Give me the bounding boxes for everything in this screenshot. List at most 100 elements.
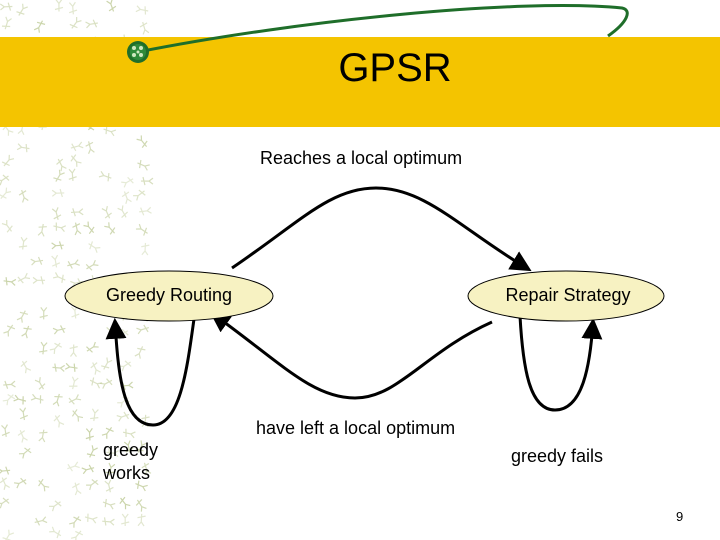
pattern-figure [38,429,48,443]
pattern-figure [13,394,27,405]
pattern-figure [70,530,84,540]
pattern-figure [51,241,64,250]
arrow-reaches-local-optimum [231,186,532,272]
pattern-figure [106,448,119,458]
pattern-figure [30,393,44,404]
pattern-figure [71,305,80,319]
pattern-figure [1,154,15,167]
arrow-greedy-fails-loop [518,315,603,412]
pattern-figure [135,480,148,492]
pattern-figure [16,143,30,153]
pattern-figure [18,447,32,459]
pattern-figure [0,2,13,11]
pattern-figure [69,376,79,390]
pattern-figure [32,276,46,285]
pattern-figure [84,513,98,524]
pattern-figure [56,158,67,172]
repair-strategy-node [467,270,665,322]
pattern-figure [139,21,150,35]
pattern-figure [53,222,67,232]
pattern-figure [81,464,95,475]
pattern-figure [64,362,78,372]
pattern-figure [136,324,149,335]
pattern-figure [90,408,99,422]
pattern-figure [141,414,150,428]
pattern-figure [139,206,152,216]
pattern-figure [52,272,66,283]
pattern-figure [86,445,98,458]
pattern-figure [99,378,113,389]
pattern-figure [121,176,134,188]
pattern-figure [16,310,29,323]
pattern-figure [123,440,134,454]
pattern-figure [53,169,65,182]
pattern-figure [70,154,82,167]
pattern-figure [140,176,154,186]
pattern-figure [67,461,80,472]
bullet-ornament-icon [127,41,149,63]
greedy-routing-node [64,270,274,322]
pattern-figure [101,205,112,219]
repair-strategy-label: Repair Strategy [505,285,631,305]
pattern-figure [89,377,103,389]
pattern-figure [85,427,94,441]
pattern-figure [121,513,130,526]
pattern-figure [121,191,132,204]
pattern-figure [69,17,82,29]
pattern-figure [0,187,12,199]
pattern-figure [135,223,148,236]
pattern-figure [0,477,10,490]
label-greedy-fails: greedy fails [511,446,604,466]
pattern-figure [85,19,98,29]
pattern-figure [141,242,150,256]
title-bar [0,37,720,127]
pattern-figure [21,325,32,339]
pattern-figure [119,496,131,510]
title-ornament [127,4,629,63]
pattern-figure [105,462,116,476]
pattern-figure [71,208,84,217]
pattern-figure [37,223,47,237]
label-greedy-works-2: works [103,463,151,483]
pattern-figure [135,440,147,453]
pattern-figure [3,380,16,389]
pattern-figure [86,119,100,131]
pattern-figure [38,478,50,492]
pattern-figure [34,377,46,390]
pattern-figure [0,497,10,509]
pattern-figure [17,429,28,443]
pattern-figure [104,479,114,493]
arrow-greedy-works-loop [105,311,197,427]
pattern-figure [120,381,134,390]
pattern-figure [49,526,62,539]
pattern-figure [135,499,147,512]
pattern-figure [53,414,65,428]
pattern-figure [52,393,63,407]
pattern-figure [17,272,31,284]
pattern-figure [106,0,117,12]
pattern-figure [33,20,46,33]
label-reaches-local-optimum: Reaches a local optimum [260,148,463,168]
label-left-local-optimum: have left a local optimum [256,418,456,438]
pattern-figure [70,278,83,288]
pattern-figure [71,409,84,422]
pattern-figure [68,394,82,405]
pattern-figure [52,325,66,335]
pattern-figure [2,529,15,540]
pattern-figure [0,466,11,475]
pattern-figure [137,513,146,527]
pattern-figure [102,517,115,526]
pattern-figure [49,342,63,354]
pattern-figure [1,219,13,233]
pattern-figure [102,498,116,510]
pattern-figure [86,479,99,491]
pattern-figure [101,357,113,370]
pattern-figure [51,188,65,198]
pattern-figure [13,477,27,489]
pattern-figure [16,3,28,16]
green-swoosh [137,4,629,54]
pattern-figure [19,407,28,421]
pattern-figure [98,170,112,182]
pattern-figure [118,360,132,372]
